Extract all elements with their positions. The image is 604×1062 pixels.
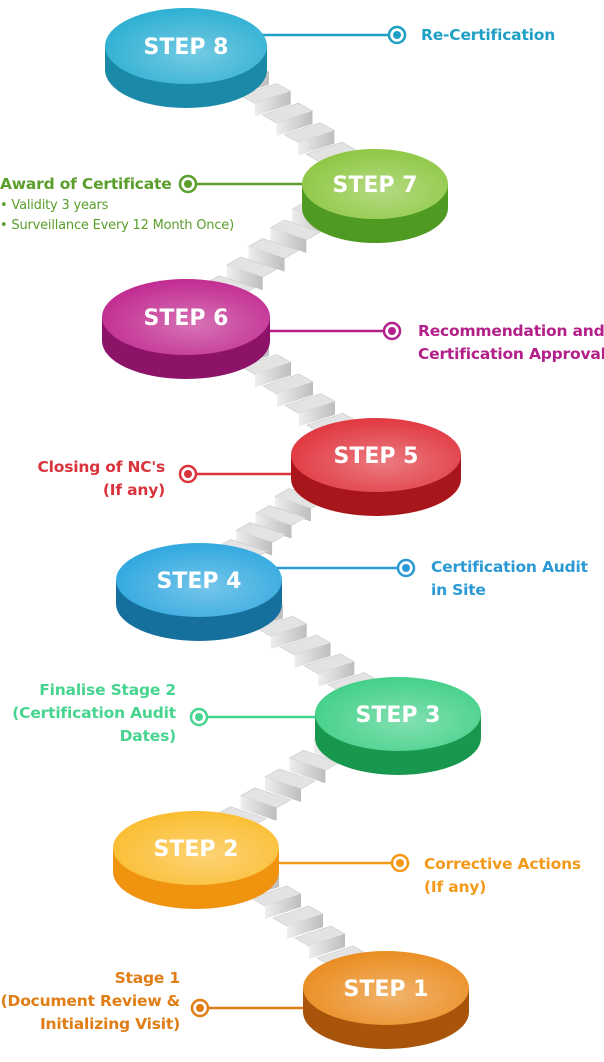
- connector-dot-center: [196, 1004, 204, 1012]
- connector-dot-center: [402, 564, 410, 572]
- disc-top: [315, 677, 481, 751]
- connector-dot-center: [396, 859, 404, 867]
- step-label: STEP 4: [157, 569, 242, 594]
- step-description-2: Corrective Actions (If any): [424, 853, 581, 899]
- disc-top: [302, 149, 448, 219]
- stair-riser: [274, 496, 311, 522]
- disc-top: [113, 811, 279, 885]
- stair-riser: [255, 362, 291, 388]
- stair-riser: [287, 914, 323, 939]
- stair-riser: [254, 91, 291, 117]
- stair-riser: [265, 777, 301, 802]
- stair-riser: [248, 246, 285, 272]
- disc-top: [291, 418, 461, 492]
- description-line: Initializing Visit): [39, 1015, 180, 1033]
- step-disc-4: STEP 4: [116, 543, 282, 641]
- step-label: STEP 7: [333, 173, 418, 198]
- description-line: (If any): [102, 481, 165, 499]
- connector-dot-center: [195, 713, 203, 721]
- description-line: Certification Approval: [418, 345, 604, 363]
- description-bullet: • Validity 3 years: [0, 198, 109, 213]
- description-line: Recommendation and: [418, 322, 604, 340]
- stair-riser: [309, 934, 345, 959]
- description-line: in Site: [431, 581, 486, 599]
- stair-riser: [265, 894, 301, 919]
- step-label: STEP 3: [356, 703, 441, 728]
- disc-layer: STEP 8 STEP 7 STEP 6 STEP 5 STEP 4 STEP 3 STEP…: [102, 8, 481, 1049]
- step-label: STEP 8: [144, 35, 229, 60]
- stair-riser: [276, 111, 313, 136]
- description-line: Dates): [119, 727, 177, 745]
- stair-riser: [236, 530, 273, 556]
- stair-riser: [277, 382, 313, 407]
- step-description-1: Stage 1 (Document Review & Initializing Vi…: [0, 967, 181, 1036]
- stair-riser: [299, 401, 335, 427]
- stair-riser: [270, 227, 307, 253]
- disc-top: [105, 8, 267, 84]
- disc-top: [102, 279, 270, 355]
- step-disc-1: STEP 1: [303, 951, 469, 1049]
- disc-top: [303, 951, 469, 1025]
- stair-riser: [240, 795, 277, 821]
- stair-riser: [255, 513, 292, 539]
- step-description-7: Award of Certificate • Validity 3 years • …: [0, 173, 234, 236]
- connector-dot-center: [393, 31, 401, 39]
- step-disc-2: STEP 2: [113, 811, 279, 909]
- stair-riser: [318, 661, 355, 687]
- step-disc-7: STEP 7: [302, 149, 448, 243]
- step-description-5: Closing of NC's (If any): [20, 456, 165, 502]
- description-line: Re-Certification: [421, 26, 556, 44]
- connector-layer: [178, 25, 416, 1018]
- description-line: Finalise Stage 2: [39, 681, 176, 699]
- disc-top: [116, 543, 282, 617]
- step-label: STEP 2: [154, 837, 239, 862]
- step-disc-6: STEP 6: [102, 279, 270, 379]
- stair-riser: [226, 265, 263, 291]
- step-description-4: Certification Audit in Site: [431, 556, 588, 602]
- connector-dot-center: [388, 327, 396, 335]
- step-label: STEP 5: [334, 444, 419, 469]
- description-line: (Certification Audit: [12, 704, 176, 722]
- step-disc-3: STEP 3: [315, 677, 481, 775]
- connector-dot-center: [184, 180, 192, 188]
- stair-riser: [270, 624, 307, 650]
- connector-dot-center: [184, 470, 192, 478]
- description-line: (If any): [424, 878, 487, 896]
- step-label: STEP 6: [144, 306, 229, 331]
- description-line: Award of Certificate: [0, 175, 172, 193]
- stair-riser: [289, 758, 326, 784]
- step-description-8: Re-Certification: [421, 24, 555, 47]
- step-label: STEP 1: [344, 977, 429, 1002]
- description-line: Corrective Actions: [424, 855, 581, 873]
- description-line: (Document Review &: [0, 992, 181, 1010]
- staircase-7-to-6: [204, 200, 343, 309]
- description-bullet: • Surveillance Every 12 Month Once): [0, 218, 234, 233]
- description-line: Stage 1: [114, 969, 181, 987]
- stair-riser: [298, 130, 335, 156]
- description-line: Closing of NC's: [37, 458, 165, 476]
- step-disc-5: STEP 5: [291, 418, 461, 516]
- description-line: Certification Audit: [431, 558, 588, 576]
- stair-riser: [294, 643, 331, 668]
- step-disc-8: STEP 8: [105, 8, 267, 108]
